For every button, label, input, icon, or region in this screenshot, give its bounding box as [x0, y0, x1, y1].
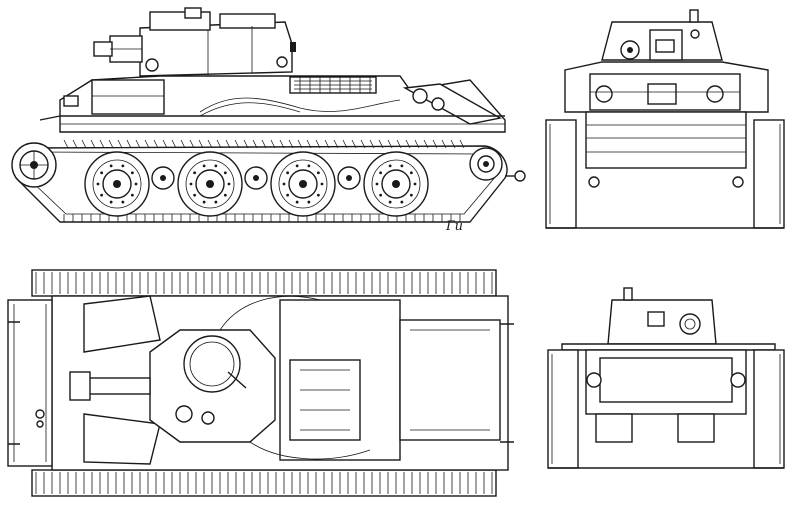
road-wheel	[363, 151, 429, 217]
drive-sprocket	[11, 142, 57, 188]
return-wheel	[244, 166, 268, 190]
return-wheel	[151, 166, 175, 190]
lower-hull-front	[585, 111, 747, 169]
upper-hull	[39, 75, 506, 133]
track-top-lower	[31, 469, 497, 497]
road-wheels	[84, 151, 429, 217]
side-view: Ги	[11, 7, 526, 234]
road-wheel	[177, 151, 243, 217]
track-top-upper	[31, 269, 497, 297]
track-top-links	[35, 272, 493, 494]
front-view	[545, 9, 785, 229]
track-links	[63, 139, 465, 222]
road-wheel	[270, 151, 336, 217]
turret-hatch	[183, 335, 241, 393]
track-right-front	[753, 119, 785, 229]
fender-tank-upper	[83, 295, 161, 353]
fender-tank-lower	[83, 413, 161, 465]
main-gun	[93, 35, 143, 63]
tow-hook	[505, 170, 526, 182]
top-view	[7, 269, 514, 497]
track-right-rear	[753, 349, 785, 469]
artist-signature: Ги	[445, 219, 463, 234]
track-left-front	[545, 119, 577, 229]
gun-top	[87, 377, 151, 395]
turret-side	[139, 7, 296, 77]
road-wheel	[84, 151, 150, 217]
return-wheel	[337, 166, 361, 190]
rear-view	[547, 287, 785, 469]
idler-wheel	[469, 147, 503, 181]
track-left-rear	[547, 349, 579, 469]
